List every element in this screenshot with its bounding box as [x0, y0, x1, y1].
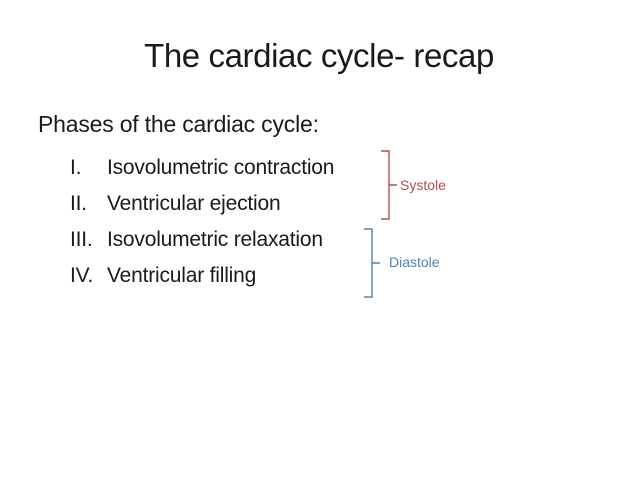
diastole-bracket-icon [364, 228, 380, 298]
phase-list: I. Isovolumetric contraction II. Ventric… [70, 150, 334, 294]
list-numeral: IV. [70, 264, 94, 287]
slide-title: The cardiac cycle- recap [144, 37, 494, 74]
systole-label: Systole [400, 177, 446, 193]
list-numeral: III. [70, 228, 93, 251]
list-numeral: II. [70, 192, 87, 215]
list-numeral: I. [70, 156, 82, 179]
phases-heading: Phases of the cardiac cycle: [38, 111, 319, 137]
list-text: Isovolumetric contraction [107, 156, 335, 179]
list-item: III. Isovolumetric relaxation [70, 222, 334, 258]
list-text: Isovolumetric relaxation [107, 228, 323, 251]
list-item: II. Ventricular ejection [70, 186, 334, 222]
list-item: IV. Ventricular filling [70, 258, 334, 294]
systole-bracket-icon [381, 150, 397, 220]
diastole-label: Diastole [389, 254, 440, 270]
list-text: Ventricular ejection [107, 192, 281, 215]
list-text: Ventricular filling [107, 264, 257, 287]
list-item: I. Isovolumetric contraction [70, 150, 334, 186]
